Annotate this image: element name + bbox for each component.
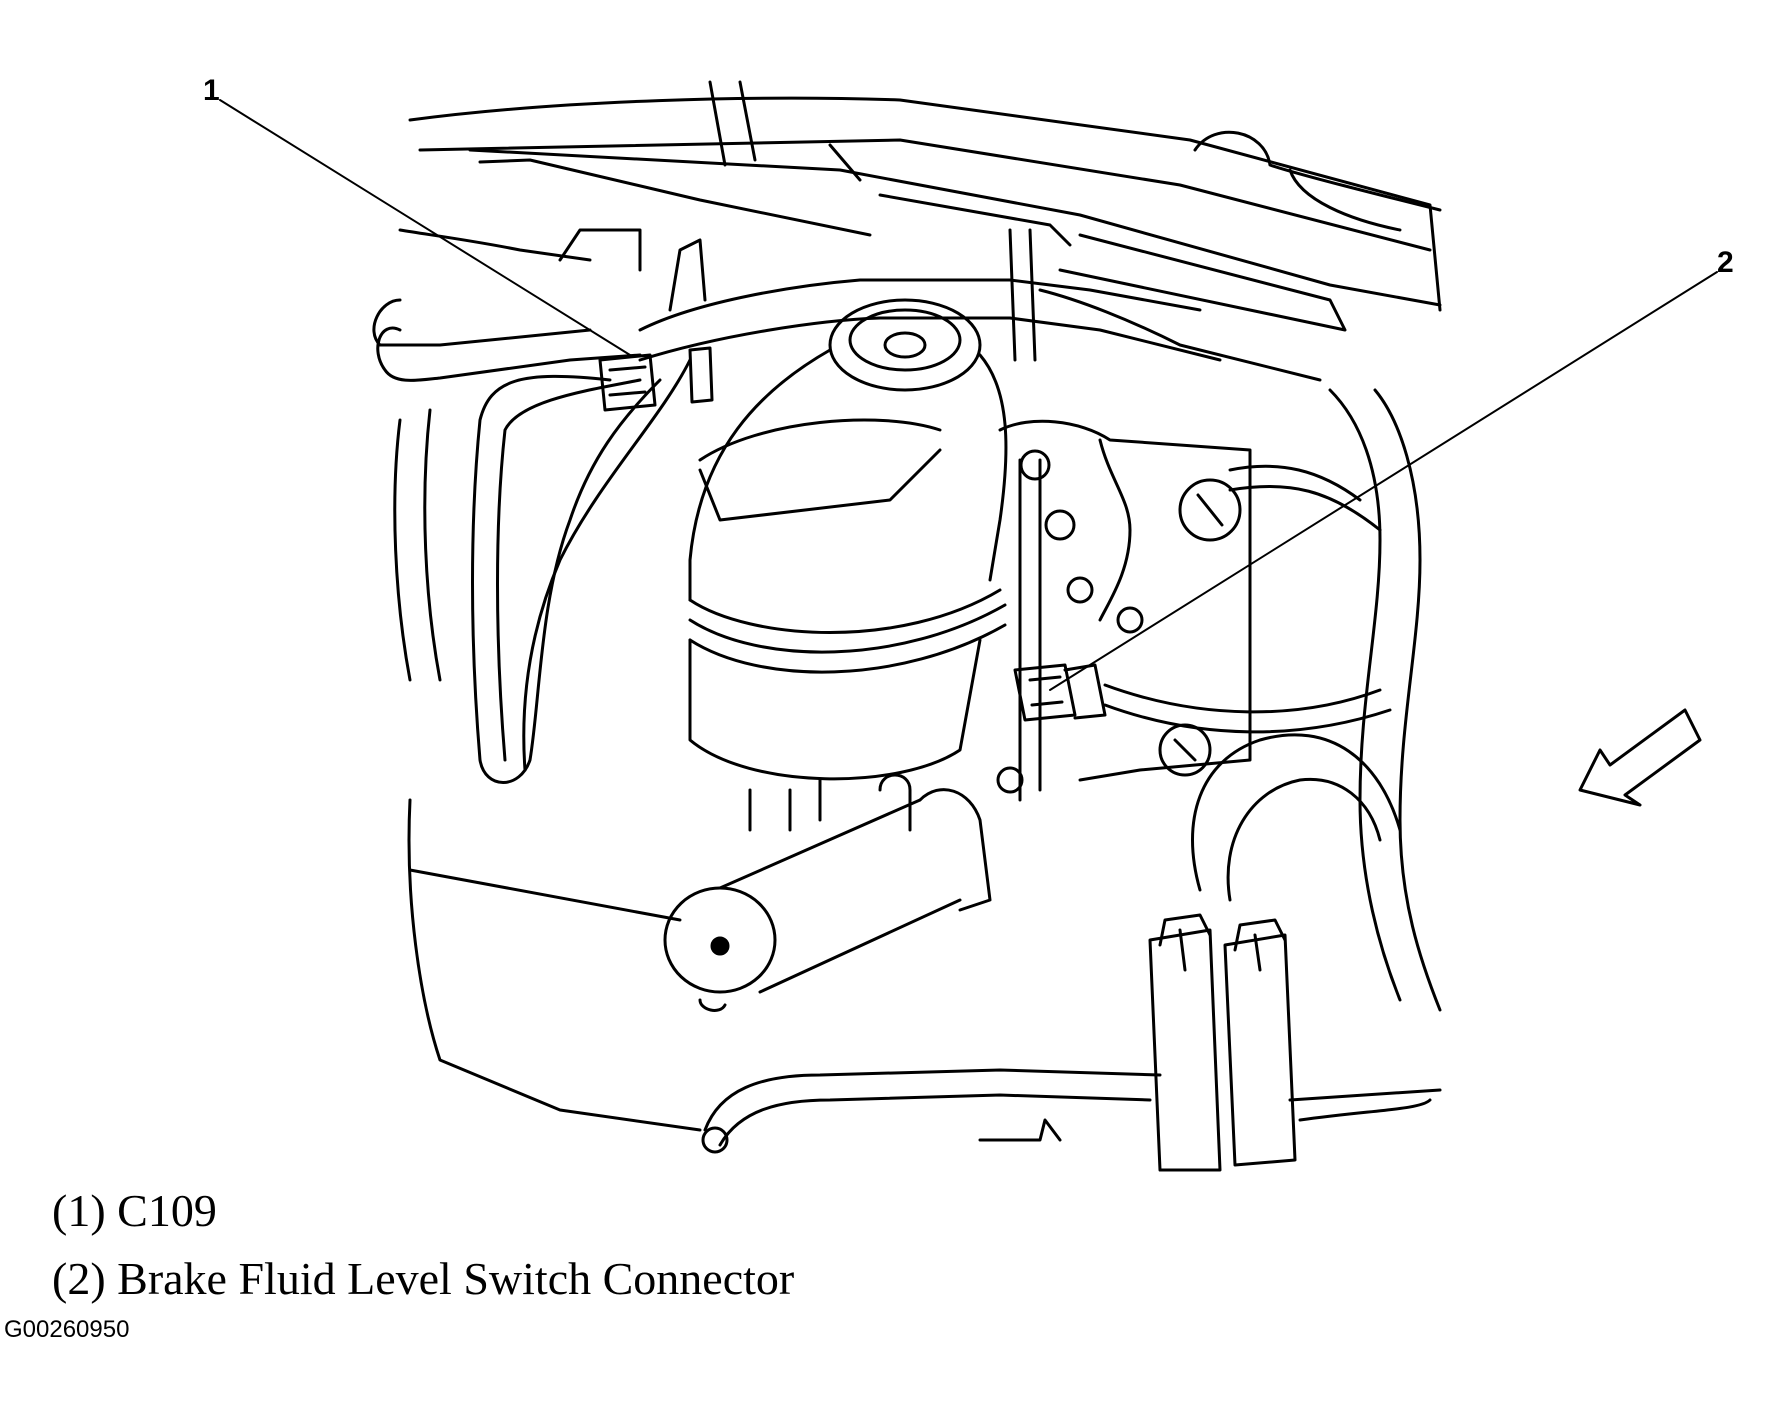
- callout-number-2: 2: [1717, 246, 1734, 279]
- upper-harness: [372, 228, 1322, 382]
- master-cylinder: [663, 773, 992, 1012]
- cowl-panel: [408, 80, 1442, 332]
- control-modules: [1148, 913, 1297, 1172]
- brake-fluid-level-switch-connector: [1013, 663, 1392, 734]
- leader-lines: [219, 99, 1718, 691]
- figure-id: G00260950: [4, 1316, 130, 1343]
- leader-line-1: [219, 99, 631, 356]
- callout-number-1: 1: [203, 74, 220, 107]
- view-direction-arrow-icon: [1578, 708, 1702, 807]
- leader-line-2: [1049, 271, 1718, 691]
- legend-item-brake-fluid-level-switch-connector: (2) Brake Fluid Level Switch Connector: [52, 1253, 795, 1304]
- brake-booster: [996, 419, 1252, 802]
- brake-fluid-reservoir: [688, 298, 1008, 781]
- legend-item-c109: (1) C109: [52, 1185, 217, 1236]
- connector-c109: [598, 346, 714, 412]
- right-harness: [1228, 388, 1442, 1012]
- body-structure: [393, 408, 1442, 1142]
- lower-harness: [701, 1068, 1162, 1154]
- left-harness-loop: [471, 228, 707, 784]
